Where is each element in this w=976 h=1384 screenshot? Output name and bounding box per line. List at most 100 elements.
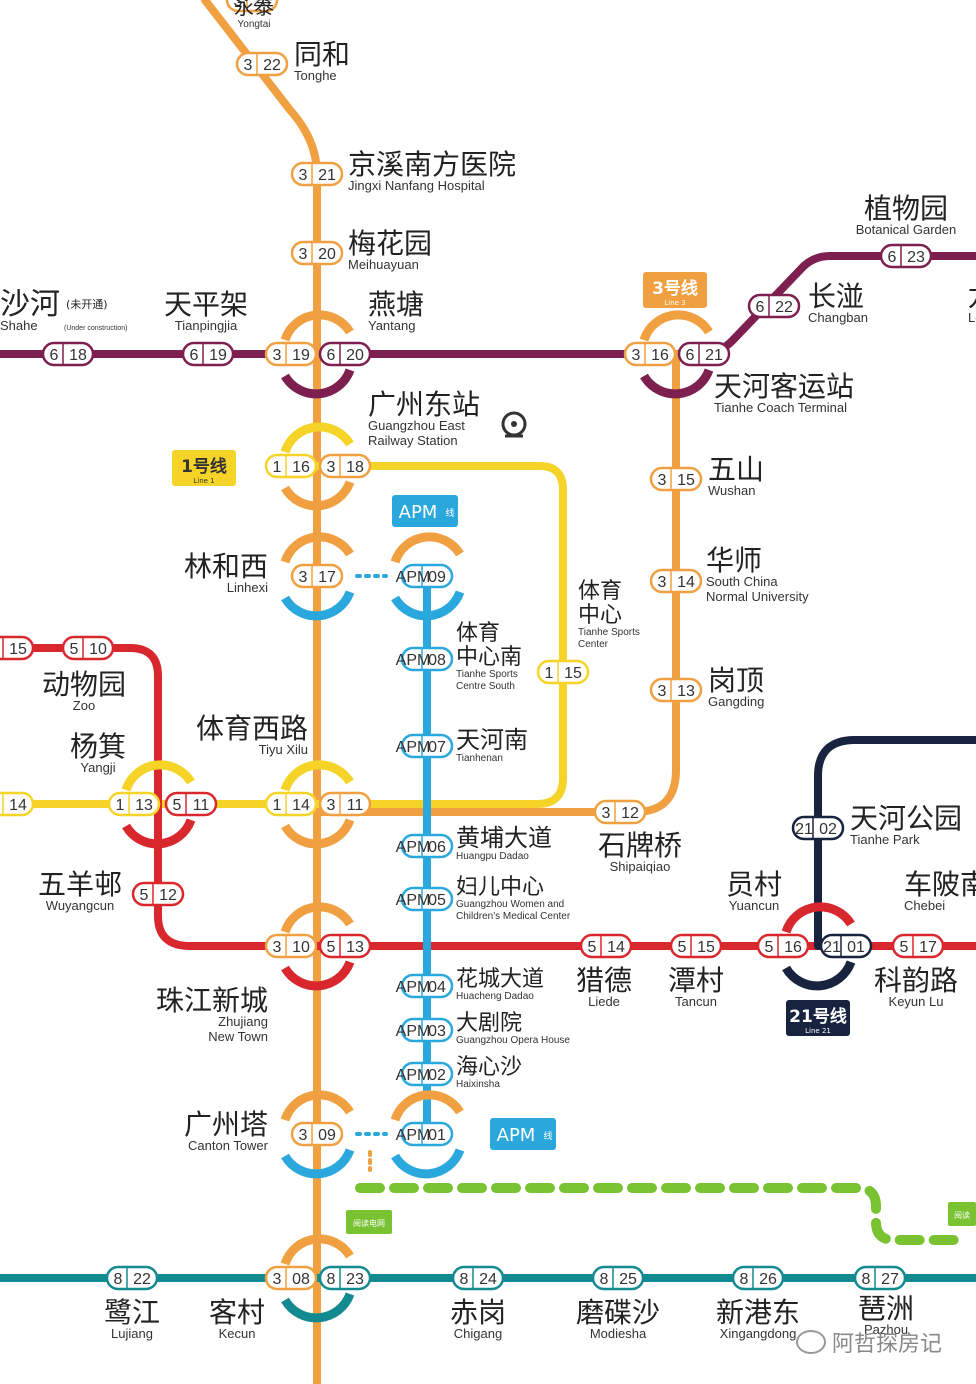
line-3-label[interactable]: 3号线 Line 3	[643, 272, 707, 308]
station-code-c515b[interactable]: 15	[0, 635, 35, 661]
apm-label-bottom[interactable]: APM 线	[490, 1118, 556, 1150]
line-1-label[interactable]: 1号线 Line 1	[172, 450, 236, 486]
line-21-label[interactable]: 21号线 Line 21	[786, 1000, 850, 1036]
station-code-c114b[interactable]: 14	[0, 791, 35, 817]
station-lo[interactable]: 龙Lo	[968, 280, 976, 325]
